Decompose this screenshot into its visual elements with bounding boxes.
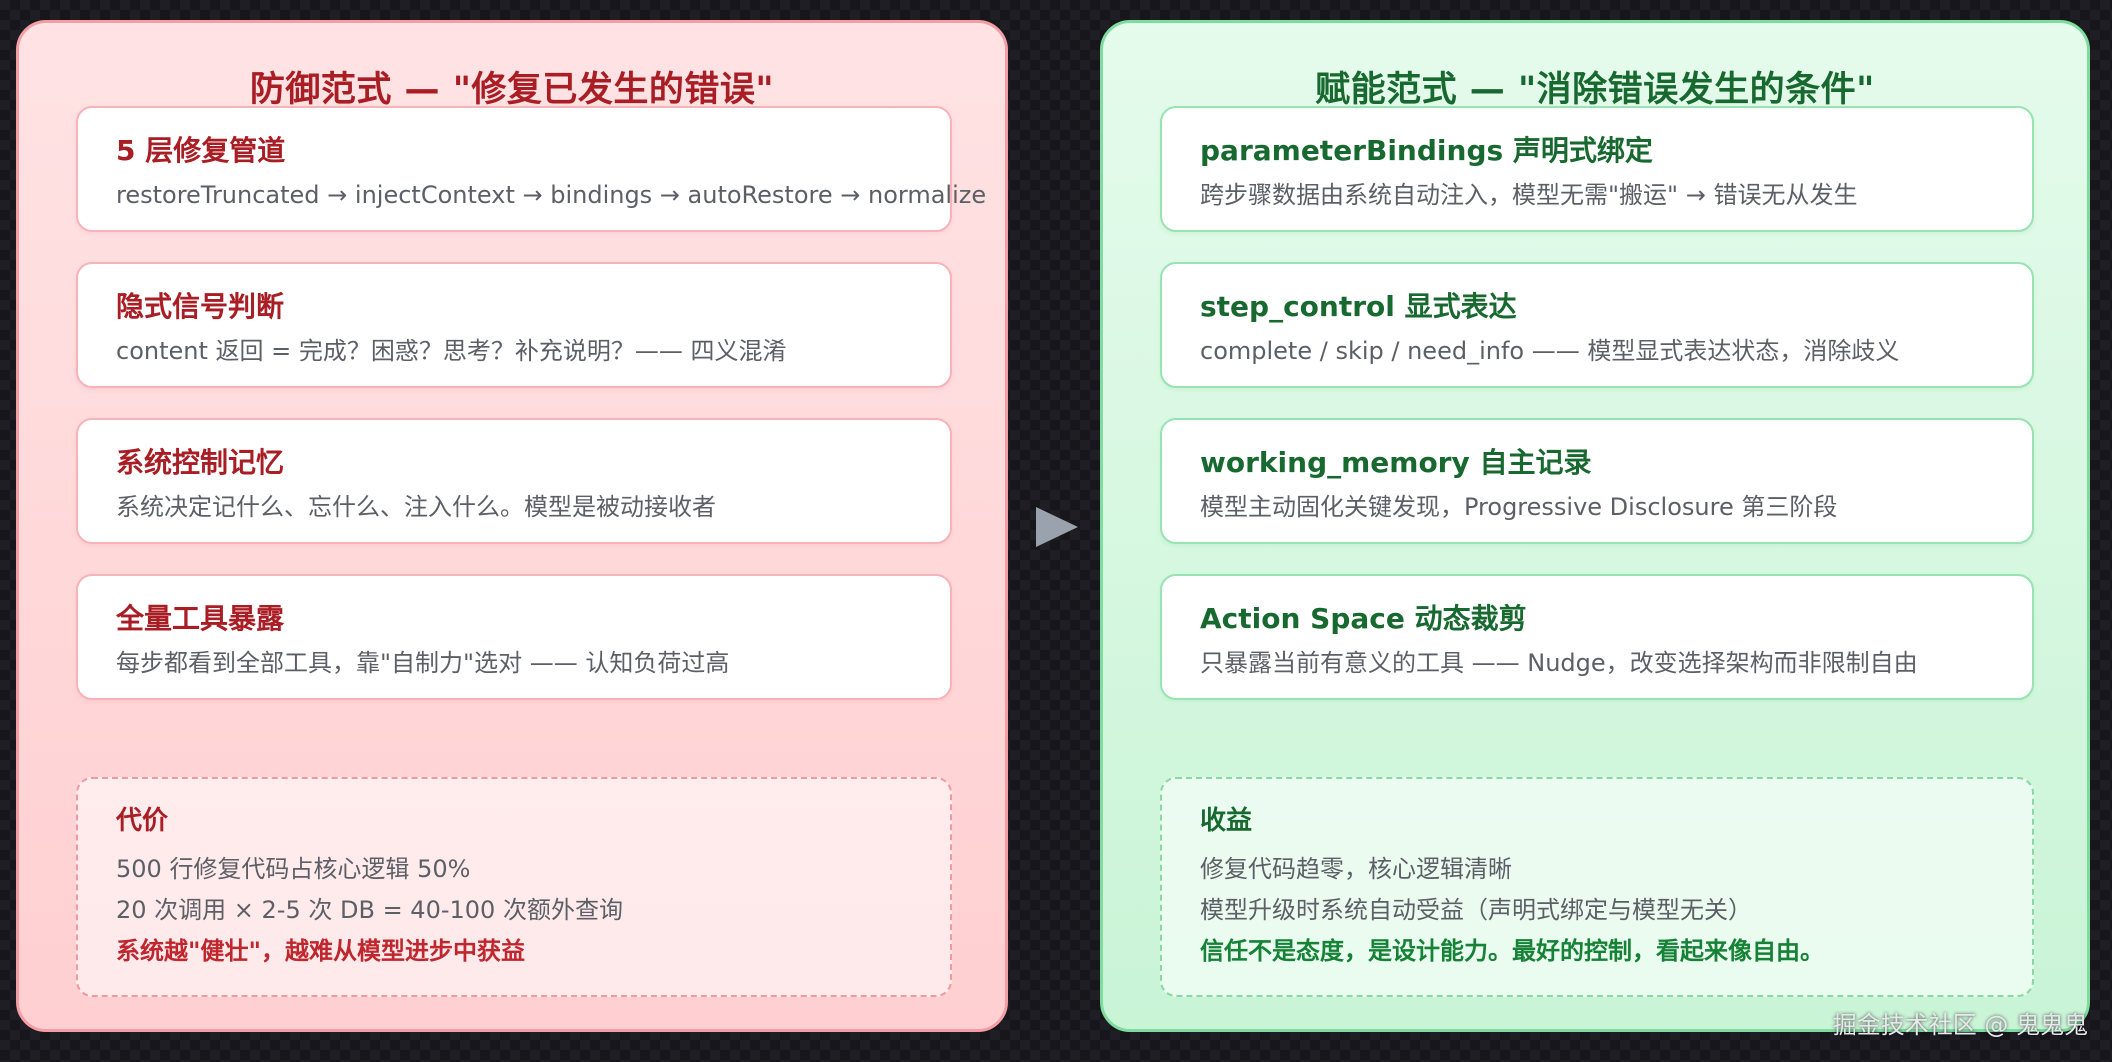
card-parameter-bindings: parameterBindings 声明式绑定 跨步骤数据由系统自动注入，模型无… — [1160, 106, 2034, 232]
card-title: parameterBindings 声明式绑定 — [1200, 134, 1653, 167]
card-action-space: Action Space 动态裁剪 只暴露当前有意义的工具 —— Nudge，改… — [1160, 574, 2034, 700]
card-title: 隐式信号判断 — [116, 290, 285, 323]
card-description: 每步都看到全部工具，靠"自制力"选对 —— 认知负荷过高 — [116, 649, 730, 677]
card-full-tool-exposure: 全量工具暴露 每步都看到全部工具，靠"自制力"选对 —— 认知负荷过高 — [76, 574, 952, 700]
benefit-note: 收益 修复代码趋零，核心逻辑清晰 模型升级时系统自动受益（声明式绑定与模型无关）… — [1160, 777, 2034, 997]
card-description: 系统决定记什么、忘什么、注入什么。模型是被动接收者 — [116, 493, 716, 521]
card-implicit-signal: 隐式信号判断 content 返回 = 完成？困惑？思考？补充说明？—— 四义混… — [76, 262, 952, 388]
card-title: 5 层修复管道 — [116, 134, 286, 167]
card-description: restoreTruncated → injectContext → bindi… — [116, 181, 987, 209]
card-title: 系统控制记忆 — [116, 446, 285, 479]
card-title: working_memory 自主记录 — [1200, 446, 1592, 479]
enablement-panel-title: 赋能范式 — "消除错误发生的条件" — [1315, 70, 1875, 110]
card-title: Action Space 动态裁剪 — [1200, 602, 1527, 635]
card-step-control: step_control 显式表达 complete / skip / need… — [1160, 262, 2034, 388]
note-line: 20 次调用 × 2-5 次 DB = 40-100 次额外查询 — [116, 896, 623, 924]
card-title: 全量工具暴露 — [116, 602, 285, 635]
card-description: complete / skip / need_info —— 模型显式表达状态，… — [1200, 337, 1900, 365]
note-line: 模型升级时系统自动受益（声明式绑定与模型无关） — [1200, 896, 1752, 924]
note-line: 500 行修复代码占核心逻辑 50% — [116, 855, 471, 883]
card-system-memory: 系统控制记忆 系统决定记什么、忘什么、注入什么。模型是被动接收者 — [76, 418, 952, 544]
card-title: step_control 显式表达 — [1200, 290, 1517, 323]
defense-panel-title: 防御范式 — "修复已发生的错误" — [249, 70, 775, 110]
card-description: content 返回 = 完成？困惑？思考？补充说明？—— 四义混淆 — [116, 337, 787, 365]
card-working-memory: working_memory 自主记录 模型主动固化关键发现，Progressi… — [1160, 418, 2034, 544]
enablement-paradigm-panel: 赋能范式 — "消除错误发生的条件" parameterBindings 声明式… — [1100, 20, 2090, 1032]
defense-paradigm-panel: 防御范式 — "修复已发生的错误" 5 层修复管道 restoreTruncat… — [16, 20, 1008, 1032]
card-description: 跨步骤数据由系统自动注入，模型无需"搬运" → 错误无从发生 — [1200, 181, 1858, 209]
note-line: 修复代码趋零，核心逻辑清晰 — [1200, 855, 1512, 883]
card-description: 模型主动固化关键发现，Progressive Disclosure 第三阶段 — [1200, 493, 1838, 521]
card-description: 只暴露当前有意义的工具 —— Nudge，改变选择架构而非限制自由 — [1200, 649, 1918, 677]
watermark: 掘金技术社区 @ 鬼鬼鬼 — [1832, 1011, 2088, 1039]
play-arrow-icon — [1036, 507, 1078, 547]
cost-note: 代价 500 行修复代码占核心逻辑 50% 20 次调用 × 2-5 次 DB … — [76, 777, 952, 997]
note-title: 代价 — [116, 806, 169, 836]
card-repair-pipeline: 5 层修复管道 restoreTruncated → injectContext… — [76, 106, 987, 232]
note-emphasis: 系统越"健壮"，越难从模型进步中获益 — [116, 937, 526, 965]
note-emphasis: 信任不是态度，是设计能力。最好的控制，看起来像自由。 — [1200, 937, 1824, 965]
note-title: 收益 — [1200, 806, 1253, 836]
